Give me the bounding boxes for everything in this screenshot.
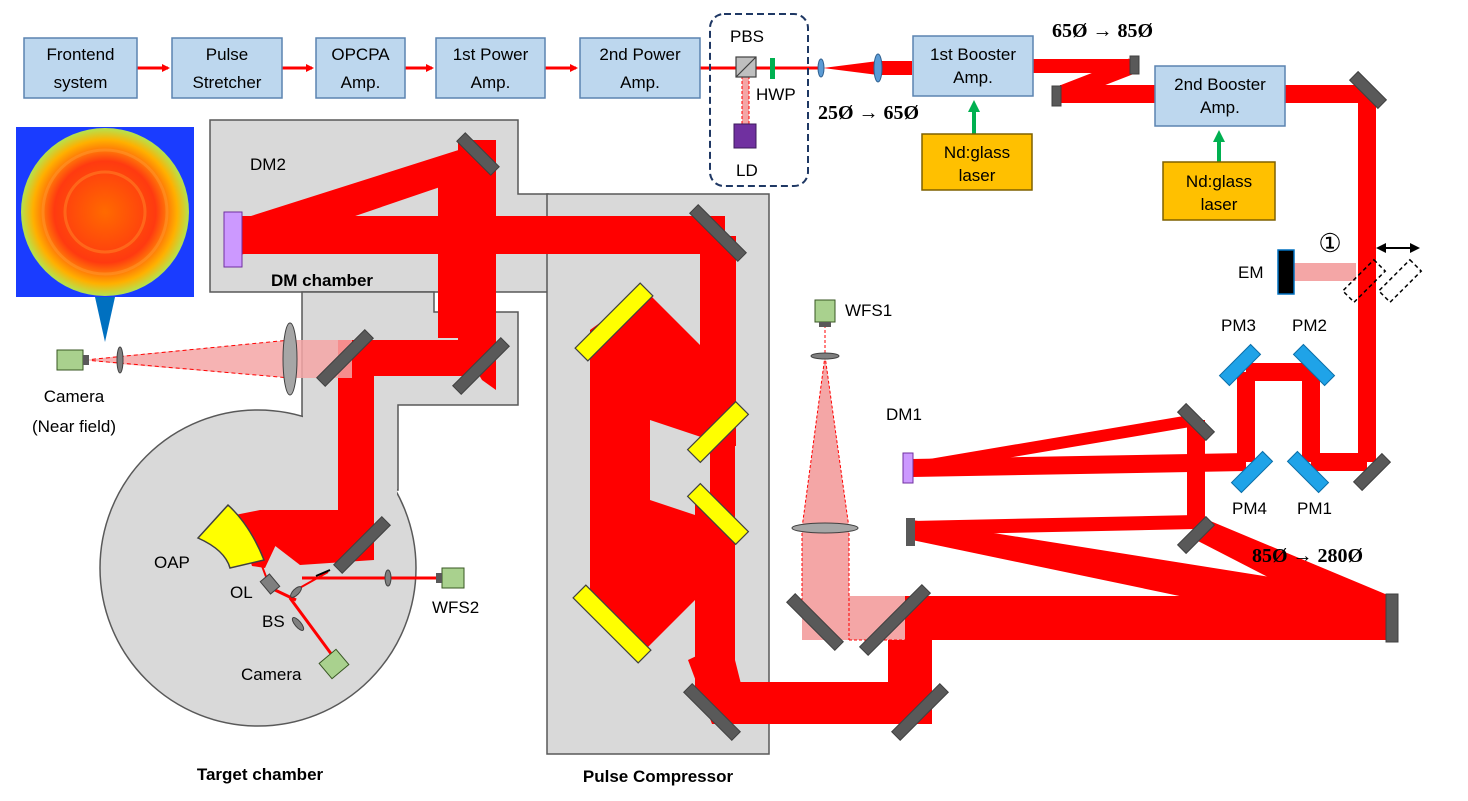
chain-box-3: [435, 37, 546, 99]
label-pm4: PM4: [1232, 499, 1267, 518]
hwp-plate: [770, 58, 775, 79]
label-camera: Camera: [241, 665, 302, 684]
beam-size-2: 65Ø → 85Ø: [1052, 20, 1153, 42]
chain-box-4-line1: 2nd Power: [599, 45, 681, 64]
dm2-mirror: [223, 211, 243, 268]
pbs-dashed-group: [709, 13, 809, 187]
em-block: [1277, 249, 1295, 295]
chain-box-1-line2: Stretcher: [193, 73, 262, 92]
wfs1-faint-beam: [801, 325, 905, 641]
pump-laser-1: [921, 133, 1033, 191]
nf-lens-2: [282, 322, 298, 396]
label-pulse-compressor: Pulse Compressor: [583, 767, 734, 786]
label-pm2: PM2: [1292, 316, 1327, 335]
ol-objective: [259, 573, 281, 595]
beam-size-3: 85Ø → 280Ø: [1252, 545, 1363, 567]
beam-size-1: 25Ø → 65Ø: [818, 102, 919, 124]
booster2-box: [1154, 65, 1286, 127]
label-hwp: HWP: [756, 85, 796, 104]
chain-box-4: [579, 37, 701, 99]
wfs1-lens-1: [810, 352, 840, 360]
booster1-line2: Amp.: [953, 68, 993, 87]
label-em: EM: [1238, 263, 1264, 282]
wfs1-lens-2: [791, 522, 859, 534]
wfs2-lens: [384, 569, 392, 587]
chain-box-1-line1: Pulse: [206, 45, 249, 64]
label-nf-near-field: (Near field): [32, 417, 116, 436]
plane-mirrors: [316, 55, 1399, 741]
label-dm2: DM2: [250, 155, 286, 174]
oap-mirror: [196, 503, 266, 569]
label-wfs1: WFS1: [845, 301, 892, 320]
label-oap: OAP: [154, 553, 190, 572]
booster2-line1: 2nd Booster: [1174, 75, 1266, 94]
label-pm3: PM3: [1221, 316, 1256, 335]
pump-laser-2-line2: laser: [1201, 195, 1238, 214]
chain-box-2-line1: OPCPA: [331, 45, 390, 64]
chain-box-0: [23, 37, 138, 99]
label-pbs: PBS: [730, 27, 764, 46]
bs-splitter: [290, 586, 302, 598]
booster1-line1: 1st Booster: [930, 45, 1016, 64]
near-field-faint-beam: [84, 339, 352, 379]
pump-laser-2-line1: Nd:glass: [1186, 172, 1252, 191]
label-target-chamber: Target chamber: [197, 765, 324, 784]
pbs-cube: [735, 56, 757, 78]
nf-lens-1: [116, 346, 124, 374]
label-bs: BS: [262, 612, 285, 631]
pump-laser-1-line2: laser: [959, 166, 996, 185]
compressor-gratings: [572, 282, 750, 664]
movable-mirror: [1341, 243, 1423, 304]
pump-laser-1-line1: Nd:glass: [944, 143, 1010, 162]
cameras: [56, 299, 836, 680]
chain-box-2-line2: Amp.: [341, 73, 381, 92]
chain-box-4-line2: Amp.: [620, 73, 660, 92]
lens-1: [817, 58, 825, 78]
chain-box-0-line1: Frontend: [46, 45, 114, 64]
chain-box-3-line2: Amp.: [471, 73, 511, 92]
chain-box-2: [315, 37, 406, 99]
label-dm1: DM1: [886, 405, 922, 424]
target-mirror-small: [315, 569, 331, 577]
pump-laser-2: [1162, 161, 1276, 221]
camera-lens: [291, 617, 305, 631]
label-pm1: PM1: [1297, 499, 1332, 518]
dm1-mirror: [902, 452, 914, 484]
label-ol: OL: [230, 583, 253, 602]
chain-box-0-line2: system: [54, 73, 108, 92]
expanding-beam-1: [823, 61, 912, 75]
label-dm-chamber: DM chamber: [271, 271, 373, 290]
pm-mirrors: [1218, 343, 1336, 494]
chain-box-1: [171, 37, 283, 99]
booster1-box: [912, 35, 1034, 97]
label-ld: LD: [736, 161, 758, 180]
lens-2: [873, 53, 883, 83]
label-wfs2: WFS2: [432, 598, 479, 617]
booster2-line2: Amp.: [1200, 98, 1240, 117]
ld-faint-beam: [741, 76, 750, 124]
label-circled-one: ①: [1318, 228, 1341, 258]
ld-box: [733, 123, 757, 149]
chain-box-3-line1: 1st Power: [453, 45, 529, 64]
near-field-image: [16, 127, 194, 342]
label-nf-camera: Camera: [44, 387, 105, 406]
em-faint-beam: [1294, 263, 1356, 281]
